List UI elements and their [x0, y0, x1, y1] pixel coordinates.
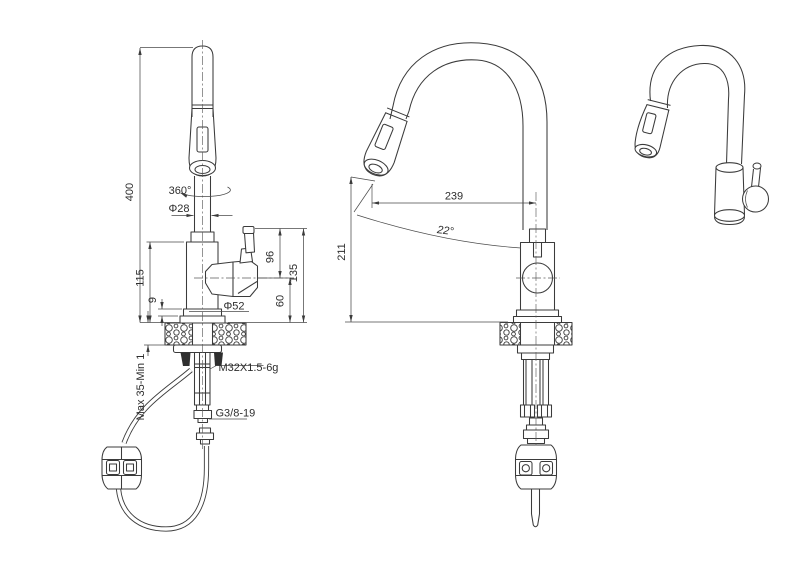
- iso-body: [713, 162, 746, 226]
- dim-outlet-height: 211: [336, 243, 348, 261]
- mounting-hardware-side: [516, 344, 555, 445]
- handle-front: [204, 225, 259, 298]
- dim-deck-thickness: Max 35-Min 1: [135, 354, 147, 421]
- dim-pivot-height: 60: [275, 295, 287, 307]
- gooseneck-spout: [389, 42, 548, 230]
- hose-counterweight: [101, 446, 143, 490]
- dim-spray-angle: 22°: [435, 224, 455, 238]
- hose-tail: [530, 489, 541, 528]
- iso-view: [634, 44, 770, 226]
- iso-handle: [741, 162, 770, 213]
- sprayer-head-side: [363, 107, 410, 177]
- countertop-section: [164, 322, 247, 346]
- hose-connector: [193, 404, 215, 445]
- faucet-body-side: [512, 228, 563, 324]
- supply-hose: [115, 368, 210, 532]
- front-view: 400 360° Φ28 115 9 96 135 60 Φ52 Max 35-…: [101, 40, 307, 532]
- dim-spout-dia: Φ28: [168, 203, 189, 215]
- dim-body-height: 115: [135, 269, 147, 287]
- front-dimensions: [138, 47, 307, 420]
- dim-overall-height: 400: [124, 183, 136, 201]
- dim-swivel: 360°: [169, 185, 192, 197]
- label-supply-thread: G3/8-19: [216, 408, 256, 420]
- dim-reach: 239: [445, 191, 463, 203]
- dim-handle-rise: 96: [265, 251, 277, 263]
- side-dimensions: [345, 176, 536, 323]
- side-view: 239 22° 211: [336, 42, 573, 528]
- iso-gooseneck: [649, 44, 746, 165]
- countertop-section-side: [499, 321, 573, 346]
- iso-sprayer-head: [634, 99, 671, 159]
- hose-counterweight-side: [514, 444, 558, 490]
- dim-base-dia: Φ52: [224, 301, 245, 313]
- dim-flange-gap: 9: [147, 297, 159, 303]
- dim-handle-overall: 135: [288, 264, 300, 282]
- label-shank-thread: M32X1.5-6g: [219, 362, 279, 374]
- handle-lever: [242, 225, 255, 235]
